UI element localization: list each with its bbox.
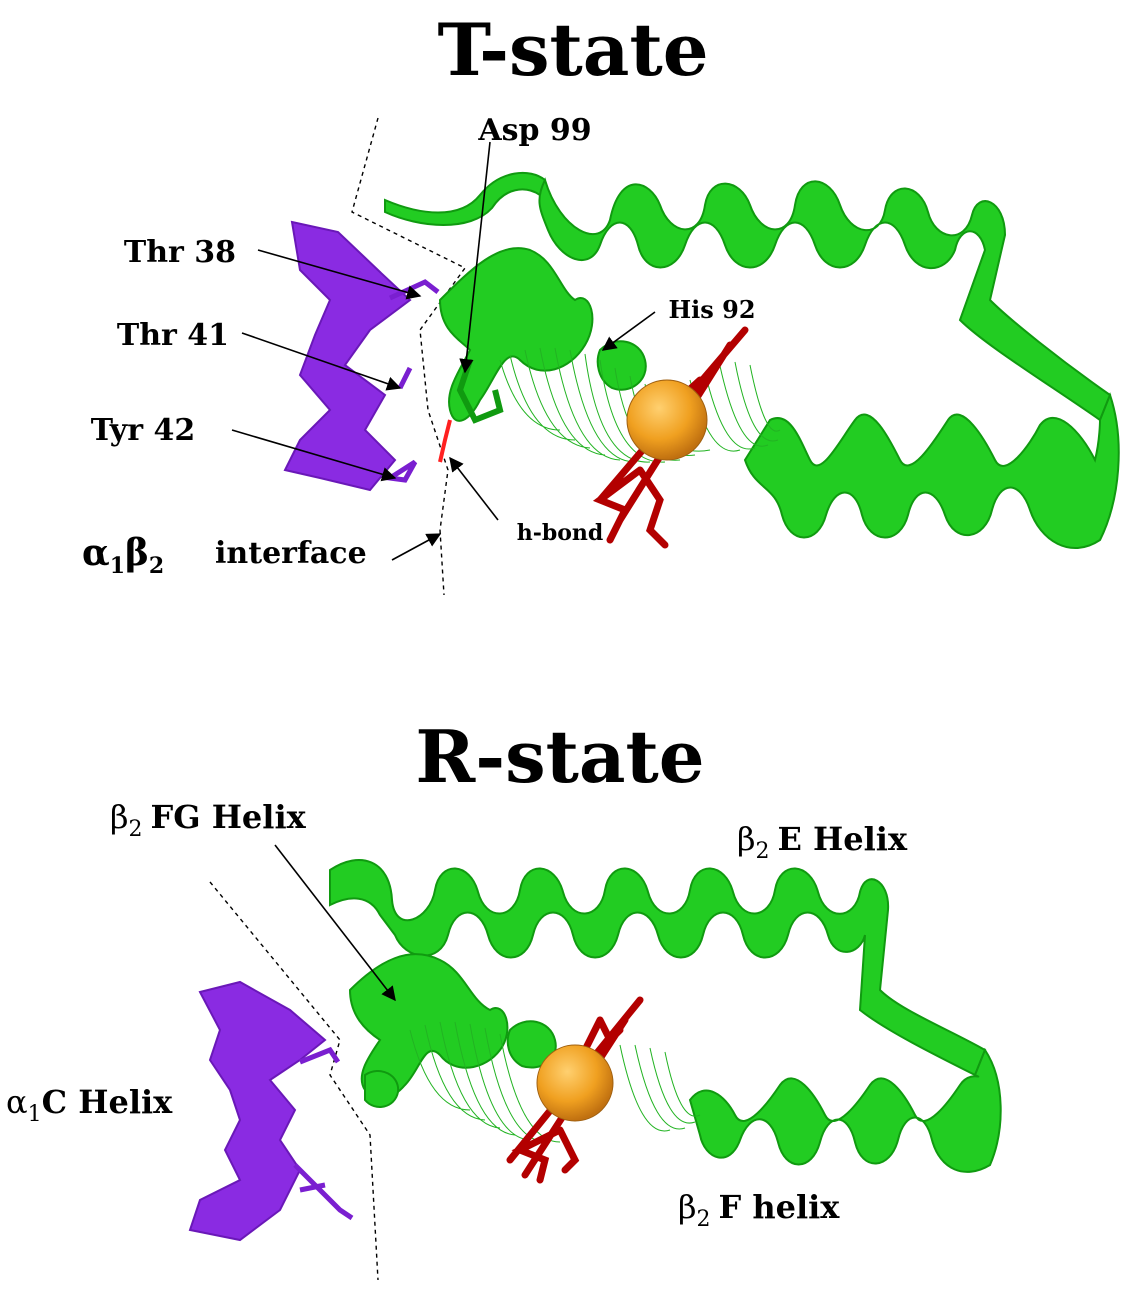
e-sub: 2 (756, 839, 770, 864)
t-e-helix (538, 177, 1112, 422)
r-interface-line (209, 881, 379, 1281)
interface-alpha: α (82, 532, 110, 574)
f-text: F helix (719, 1188, 841, 1226)
label-asp99: Asp 99 (477, 113, 591, 148)
c-text: C Helix (42, 1083, 174, 1121)
t-his92-residue (596, 340, 647, 391)
r-alpha-chain (188, 980, 354, 1242)
label-hbond: h-bond (517, 520, 604, 546)
r-e-helix (329, 859, 987, 1077)
t-state-title: T-state (437, 7, 708, 92)
label-c-helix: α1C Helix (6, 1083, 173, 1127)
c-sub: 1 (28, 1102, 42, 1127)
r-iron-atom (536, 1044, 614, 1122)
label-f-helix: β2 F helix (678, 1188, 840, 1232)
arrow-thr38 (257, 249, 422, 300)
r-n-terminus (364, 1070, 400, 1108)
c-alpha: α (6, 1083, 28, 1121)
label-interface: α1β2 interface (82, 532, 367, 579)
interface-beta: β (125, 532, 149, 574)
label-thr41: Thr 41 (117, 318, 229, 353)
label-fg-helix: β2 FG Helix (110, 798, 307, 842)
e-text: E Helix (778, 820, 908, 858)
fg-sub: 2 (129, 817, 143, 842)
t-iron-atom (626, 379, 708, 461)
f-sub: 2 (697, 1207, 711, 1232)
r-state-title: R-state (415, 714, 704, 799)
f-beta: β (678, 1188, 697, 1226)
r-beta-chain (329, 859, 1002, 1173)
label-e-helix: β2 E Helix (737, 820, 908, 864)
arrow-fg-helix (274, 844, 396, 1002)
t-hbond-line (438, 419, 452, 463)
t-coil-top (384, 171, 547, 226)
arrow-thr41 (241, 332, 402, 391)
t-f-helix (743, 392, 1120, 550)
fg-text: FG Helix (151, 798, 307, 836)
label-thr38: Thr 38 (124, 235, 236, 270)
interface-sub1: 1 (110, 553, 125, 579)
r-heme-pocket (409, 1021, 701, 1143)
arrow-asp99 (459, 141, 491, 374)
arrow-hbond (449, 456, 499, 521)
e-beta: β (737, 820, 756, 858)
t-alpha-chain (283, 220, 440, 492)
arrow-interface (391, 533, 442, 561)
label-tyr42: Tyr 42 (91, 413, 195, 448)
t-interface-line (351, 117, 467, 596)
t-state-panel: T-state Asp 99 (82, 7, 1120, 596)
arrow-tyr42 (231, 429, 397, 482)
fg-beta: β (110, 798, 129, 836)
t-fg-helix (438, 247, 594, 422)
t-asp99-sidechain (456, 359, 504, 424)
svg-text:α1β2: α1β2 (82, 532, 164, 579)
label-his92: His 92 (668, 295, 755, 324)
interface-sub2: 2 (149, 553, 164, 579)
interface-word: interface (215, 536, 367, 571)
r-f-helix (688, 1047, 1002, 1173)
arrow-his92 (601, 311, 656, 351)
t-beta-chain (384, 171, 1120, 550)
